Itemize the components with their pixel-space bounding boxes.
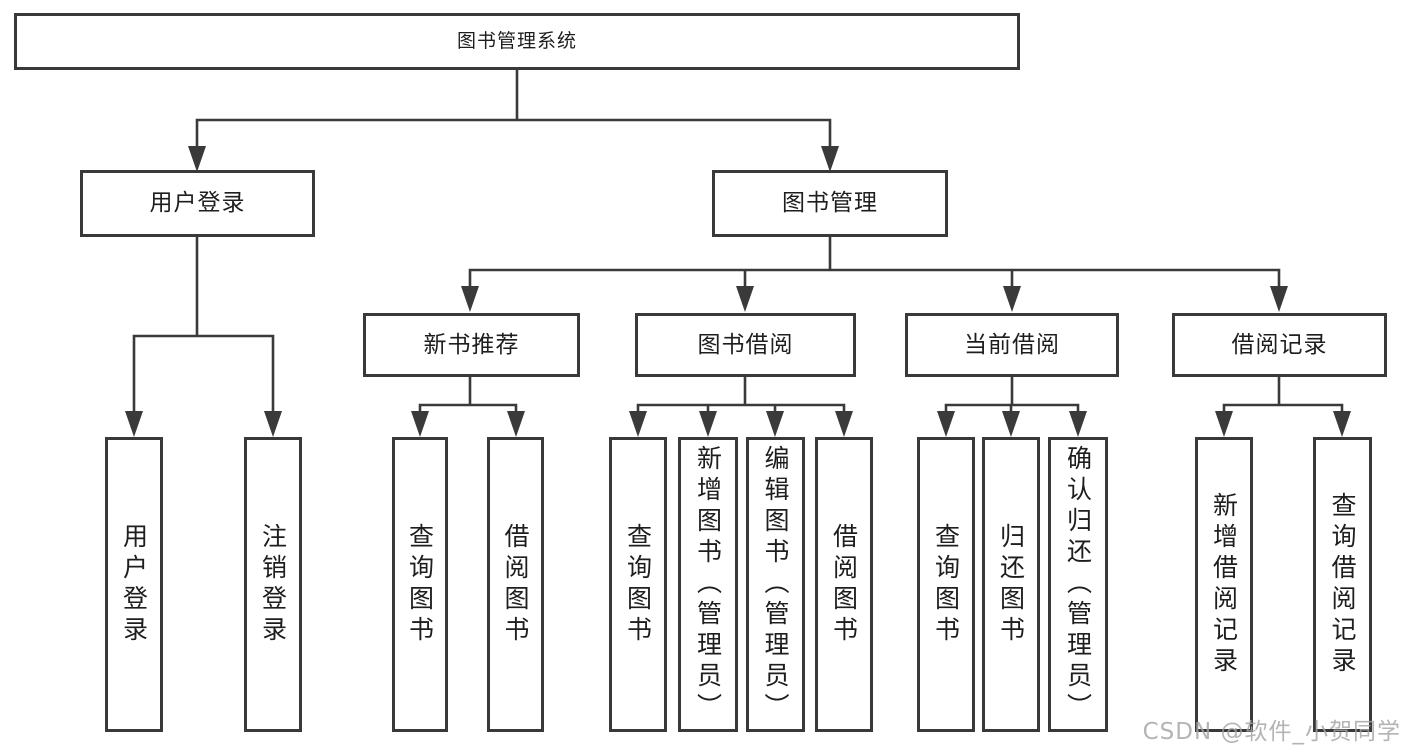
- leaf-newbook-query-books: 查询图书: [392, 437, 448, 732]
- connector-user-login-to-leaves: [132, 235, 275, 414]
- node-book-management: 图书管理: [712, 170, 948, 237]
- arrowhead-icon: [125, 411, 143, 437]
- arrowhead-icon: [1069, 411, 1087, 437]
- leaf-borrow-edit-books-admin: 编辑图书（管理员）: [746, 437, 805, 732]
- arrowhead-icon: [629, 411, 647, 437]
- arrowhead-icon: [699, 411, 717, 437]
- node-label: 图书管理系统: [456, 30, 577, 52]
- leaf-borrow-borrow-books: 借阅图书: [815, 437, 873, 732]
- leaf-label: 注销登录: [258, 522, 288, 647]
- arrowhead-icon: [1003, 286, 1021, 312]
- leaf-label: 编辑图书（管理员）: [761, 445, 790, 724]
- arrowhead-icon: [1002, 411, 1020, 437]
- node-current-borrowing: 当前借阅: [905, 313, 1119, 377]
- arrowhead-icon: [461, 286, 479, 312]
- leaf-label: 借阅图书: [501, 522, 530, 647]
- leaf-label: 新增借阅记录: [1209, 491, 1239, 678]
- arrowhead-icon: [188, 146, 206, 172]
- leaf-current-confirm-return-admin: 确认归还（管理员）: [1048, 437, 1108, 732]
- leaf-label: 确认归还（管理员）: [1063, 445, 1093, 724]
- connector-borrow-records-to-leaves: [1222, 375, 1344, 414]
- arrowhead-icon: [411, 411, 429, 437]
- arrowhead-icon: [507, 411, 525, 437]
- node-user-login: 用户登录: [80, 170, 315, 237]
- leaf-label: 查询图书: [623, 522, 653, 647]
- node-library-management-system: 图书管理系统: [14, 13, 1020, 70]
- leaf-label: 借阅图书: [829, 522, 859, 647]
- leaf-records-add-record: 新增借阅记录: [1195, 437, 1253, 732]
- leaf-label: 归还图书: [996, 522, 1026, 647]
- leaf-borrow-add-books-admin: 新增图书（管理员）: [678, 437, 738, 732]
- connector-book-mgmt-to-level3: [468, 235, 1281, 291]
- csdn-watermark: CSDN @软件_小贺同学: [1142, 719, 1401, 745]
- connector-root-to-level2: [195, 68, 832, 151]
- arrowhead-icon: [835, 411, 853, 437]
- leaf-label: 查询图书: [931, 522, 961, 647]
- leaf-user-login: 用户登录: [105, 437, 163, 732]
- connector-new-books-to-leaves: [418, 375, 518, 414]
- node-label: 新书推荐: [423, 331, 520, 358]
- leaf-logout: 注销登录: [244, 437, 302, 732]
- leaf-newbook-borrow-books: 借阅图书: [487, 437, 544, 732]
- arrowhead-icon: [1333, 411, 1351, 437]
- arrowhead-icon: [1215, 411, 1233, 437]
- leaf-current-return-books: 归还图书: [982, 437, 1040, 732]
- arrowhead-icon: [736, 286, 754, 312]
- leaf-label: 用户登录: [119, 522, 149, 647]
- arrowhead-icon: [821, 146, 839, 172]
- connector-book-borrow-to-leaves: [636, 375, 846, 414]
- arrowheads-group: [125, 146, 1351, 437]
- node-borrowing-records: 借阅记录: [1172, 313, 1387, 377]
- node-new-book-recommendation: 新书推荐: [363, 313, 580, 377]
- arrowhead-icon: [264, 411, 282, 437]
- arrowhead-icon: [937, 411, 955, 437]
- arrowhead-icon: [766, 411, 784, 437]
- connector-current-borrow-to-leaves: [944, 375, 1080, 414]
- node-book-borrowing: 图书借阅: [635, 313, 856, 377]
- leaf-label: 新增图书（管理员）: [693, 445, 723, 724]
- node-label: 图书管理: [782, 190, 878, 216]
- leaf-label: 查询图书: [405, 522, 435, 647]
- node-label: 图书借阅: [697, 331, 794, 358]
- node-label: 用户登录: [149, 190, 246, 216]
- arrowhead-icon: [1270, 286, 1288, 312]
- leaf-label: 查询借阅记录: [1328, 491, 1357, 678]
- leaf-current-query-books: 查询图书: [917, 437, 975, 732]
- node-label: 当前借阅: [964, 331, 1060, 358]
- node-label: 借阅记录: [1231, 331, 1328, 358]
- leaf-records-query-record: 查询借阅记录: [1313, 437, 1372, 732]
- leaf-borrow-query-books: 查询图书: [609, 437, 667, 732]
